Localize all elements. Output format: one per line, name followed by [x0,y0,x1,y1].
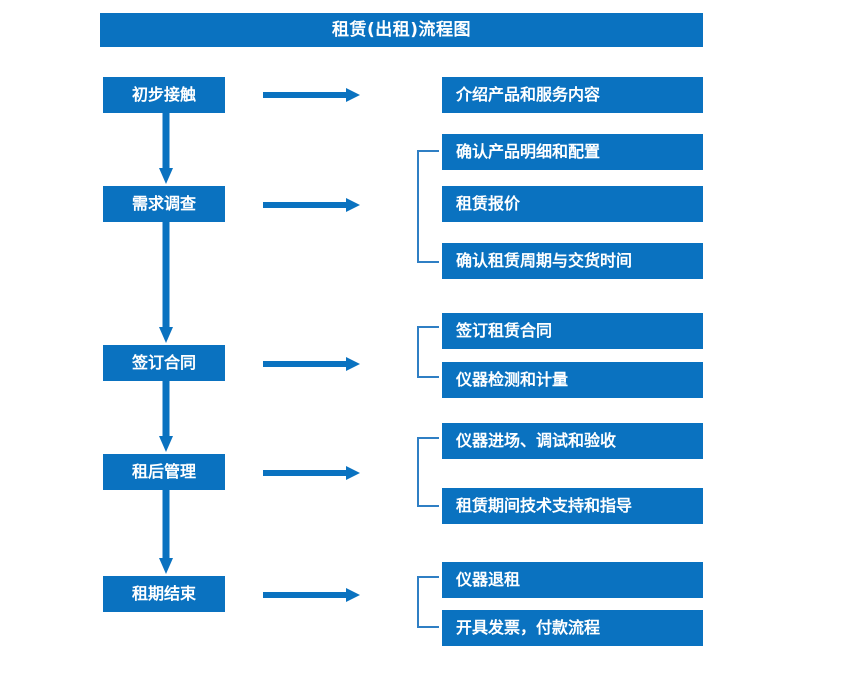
detail-box-instrument-inspection-metrology[interactable]: 仪器检测和计量 [442,362,703,398]
detail-label: 确认产品明细和配置 [456,142,601,161]
stage-label: 签订合同 [131,353,196,372]
detail-box-invoice-payment-process[interactable]: 开具发票，付款流程 [442,610,703,646]
detail-box-instrument-entry-commissioning-acceptance[interactable]: 仪器进场、调试和验收 [442,423,703,459]
detail-box-technical-support-during-lease[interactable]: 租赁期间技术支持和指导 [442,488,703,524]
bracket-group-stage3 [417,326,439,378]
detail-label: 开具发票，付款流程 [456,618,601,637]
arrow-right-stage5 [263,587,361,603]
stage-box-post-lease-management[interactable]: 租后管理 [103,454,225,490]
stage-label: 需求调查 [131,194,196,213]
arrow-down-stage2-to-stage3 [158,222,174,345]
arrow-down-stage4-to-stage5 [158,490,174,576]
arrow-right-stage3 [263,356,361,372]
detail-label: 租赁期间技术支持和指导 [456,496,633,515]
detail-label: 介绍产品和服务内容 [456,85,601,104]
detail-box-instrument-return[interactable]: 仪器退租 [442,562,703,598]
detail-label: 确认租赁周期与交货时间 [456,251,633,270]
diagram-title-text: 租赁(出租)流程图 [331,19,472,40]
detail-label: 签订租赁合同 [456,321,553,340]
detail-box-confirm-product-spec[interactable]: 确认产品明细和配置 [442,134,703,170]
arrow-right-stage2 [263,197,361,213]
arrow-down-stage3-to-stage4 [158,381,174,454]
arrow-right-stage4 [263,465,361,481]
detail-box-intro-products-services[interactable]: 介绍产品和服务内容 [442,77,703,113]
arrow-down-stage1-to-stage2 [158,113,174,186]
detail-box-confirm-lease-period-delivery[interactable]: 确认租赁周期与交货时间 [442,243,703,279]
detail-label: 租赁报价 [456,194,521,213]
stage-box-lease-end[interactable]: 租期结束 [103,576,225,612]
stage-label: 初步接触 [131,85,196,104]
stage-label: 租后管理 [131,462,196,481]
detail-label: 仪器退租 [456,570,521,589]
arrow-right-stage1 [263,87,361,103]
bracket-group-stage2 [417,150,439,263]
detail-box-sign-lease-contract[interactable]: 签订租赁合同 [442,313,703,349]
detail-label: 仪器检测和计量 [456,370,569,389]
stage-box-needs-survey[interactable]: 需求调查 [103,186,225,222]
stage-label: 租期结束 [131,584,196,603]
detail-label: 仪器进场、调试和验收 [456,431,617,450]
bracket-group-stage5 [417,576,439,628]
bracket-group-stage4 [417,437,439,507]
diagram-title-banner: 租赁(出租)流程图 [100,13,703,47]
detail-box-lease-quotation[interactable]: 租赁报价 [442,186,703,222]
stage-box-initial-contact[interactable]: 初步接触 [103,77,225,113]
stage-box-sign-contract[interactable]: 签订合同 [103,345,225,381]
